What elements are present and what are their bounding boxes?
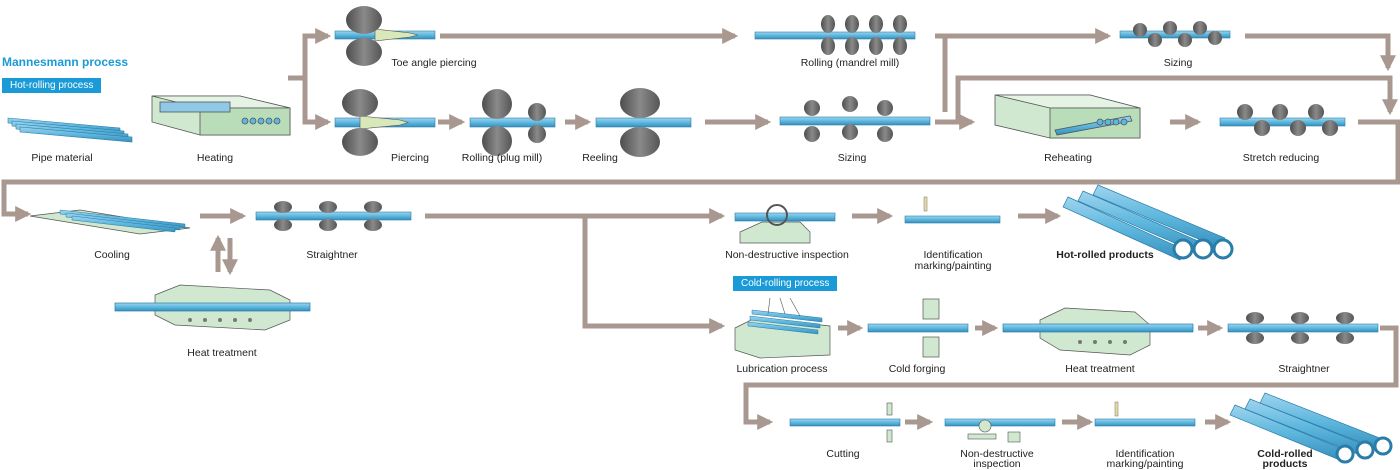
arrow-heating-piercing bbox=[302, 78, 332, 131]
cold-rolling-badge: Cold-rolling process bbox=[733, 276, 838, 291]
label-rolling-plug: Rolling (plug mill) bbox=[461, 152, 543, 164]
plug-mill-illustration bbox=[469, 89, 556, 156]
nd-inspection-hot-illustration bbox=[734, 204, 836, 244]
label-piercing: Piercing bbox=[391, 152, 429, 164]
label-straightner-cold: Straightner bbox=[1278, 363, 1330, 375]
hot-rolling-badge: Hot-rolling process bbox=[2, 78, 102, 93]
label-cold-products-2: products bbox=[1262, 458, 1308, 470]
toe-piercing-illustration bbox=[334, 6, 436, 66]
arrow-straight-branch bbox=[425, 213, 726, 335]
arrow-sizing-right bbox=[1245, 33, 1397, 72]
flow-arrows bbox=[1, 27, 1400, 431]
label-heating: Heating bbox=[196, 152, 234, 164]
label-id-marking-cold-2: marking/painting bbox=[1106, 458, 1184, 470]
label-sizing-top: Sizing bbox=[1163, 57, 1193, 69]
cold-forging-illustration bbox=[867, 298, 969, 358]
arrow-straight-down-cold bbox=[743, 325, 1399, 431]
label-lubrication: Lubrication process bbox=[736, 363, 828, 375]
label-nd-inspection-cold-1: Non-destructive bbox=[960, 448, 1034, 460]
arrow-loop-reheat bbox=[955, 75, 1399, 122]
label-sizing-mid: Sizing bbox=[837, 152, 867, 164]
label-heat-treatment-cold: Heat treatment bbox=[1065, 363, 1135, 375]
hot-products-illustration bbox=[1062, 184, 1234, 261]
cutting-illustration bbox=[789, 402, 901, 443]
label-cold-products-1: Cold-rolled bbox=[1257, 448, 1313, 460]
lubrication-illustration bbox=[734, 297, 831, 359]
label-nd-inspection-cold-2: inspection bbox=[973, 458, 1021, 470]
straightner-hot-illustration bbox=[255, 201, 412, 231]
label-toe-angle-piercing: Toe angle piercing bbox=[391, 57, 477, 69]
heat-treatment-cold-illustration bbox=[1002, 307, 1194, 356]
label-cold-forging: Cold forging bbox=[888, 363, 946, 375]
label-stretch-reducing: Stretch reducing bbox=[1242, 152, 1320, 164]
pipe-material-illustration bbox=[7, 117, 133, 143]
arrow-heating-split bbox=[288, 27, 332, 81]
sizing-mid-illustration bbox=[779, 96, 931, 142]
arrow-stretch-down bbox=[1, 119, 1400, 223]
label-reheating: Reheating bbox=[1044, 152, 1092, 164]
piercing-illustration bbox=[334, 89, 436, 156]
stretch-reducing-illustration bbox=[1219, 104, 1346, 136]
label-pipe-material: Pipe material bbox=[31, 152, 93, 164]
label-straightner-hot: Straightner bbox=[306, 249, 358, 261]
heat-treatment-hot-illustration bbox=[114, 284, 311, 331]
label-hot-products: Hot-rolled products bbox=[1056, 249, 1154, 261]
straightner-cold-illustration bbox=[1227, 312, 1379, 344]
id-marking-cold-illustration bbox=[1094, 401, 1196, 427]
label-reeling: Reeling bbox=[582, 152, 618, 164]
diagram-title: Mannesmann process bbox=[2, 55, 129, 69]
reeling-illustration bbox=[595, 88, 692, 157]
label-heat-treatment-hot: Heat treatment bbox=[187, 347, 257, 359]
heating-furnace-illustration bbox=[151, 95, 291, 136]
sizing-top-illustration bbox=[1119, 21, 1231, 47]
label-cooling: Cooling bbox=[94, 249, 130, 261]
label-id-marking-cold-1: Identification bbox=[1115, 448, 1175, 460]
cold-products-illustration bbox=[1229, 392, 1393, 464]
nd-inspection-cold-illustration bbox=[944, 418, 1056, 443]
mandrel-mill-illustration bbox=[754, 15, 916, 55]
label-nd-inspection-hot: Non-destructive inspection bbox=[725, 249, 849, 261]
id-marking-hot-illustration bbox=[904, 196, 1001, 224]
reheating-furnace-illustration bbox=[994, 94, 1141, 139]
label-id-marking-hot-1: Identification bbox=[923, 249, 983, 261]
label-rolling-mandrel: Rolling (mandrel mill) bbox=[800, 57, 900, 69]
cooling-bed-illustration bbox=[29, 209, 191, 235]
label-id-marking-hot-2: marking/painting bbox=[914, 260, 992, 272]
label-cutting: Cutting bbox=[826, 448, 860, 460]
